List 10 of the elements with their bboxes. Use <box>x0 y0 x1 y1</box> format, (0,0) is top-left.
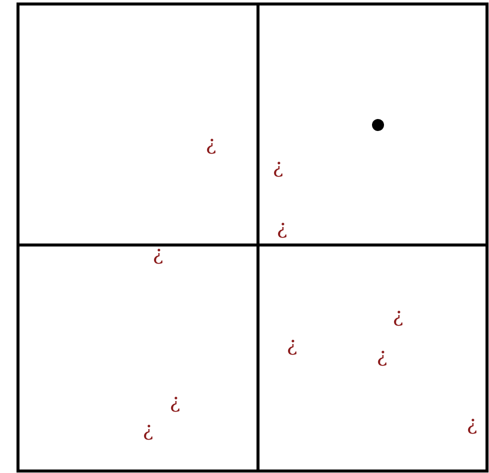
point-label: ¿ <box>170 391 180 411</box>
point-label: ¿ <box>272 156 284 176</box>
point-label: ¿ <box>276 217 288 237</box>
point-label: ¿ <box>152 243 164 263</box>
point-label: ¿ <box>392 305 404 325</box>
point-label: ¿ <box>142 419 154 439</box>
point-label: ¿ <box>376 345 388 365</box>
point-label: ¿ <box>286 334 298 354</box>
point-label: ¿ <box>466 413 478 433</box>
point-label: ¿ <box>206 133 216 153</box>
